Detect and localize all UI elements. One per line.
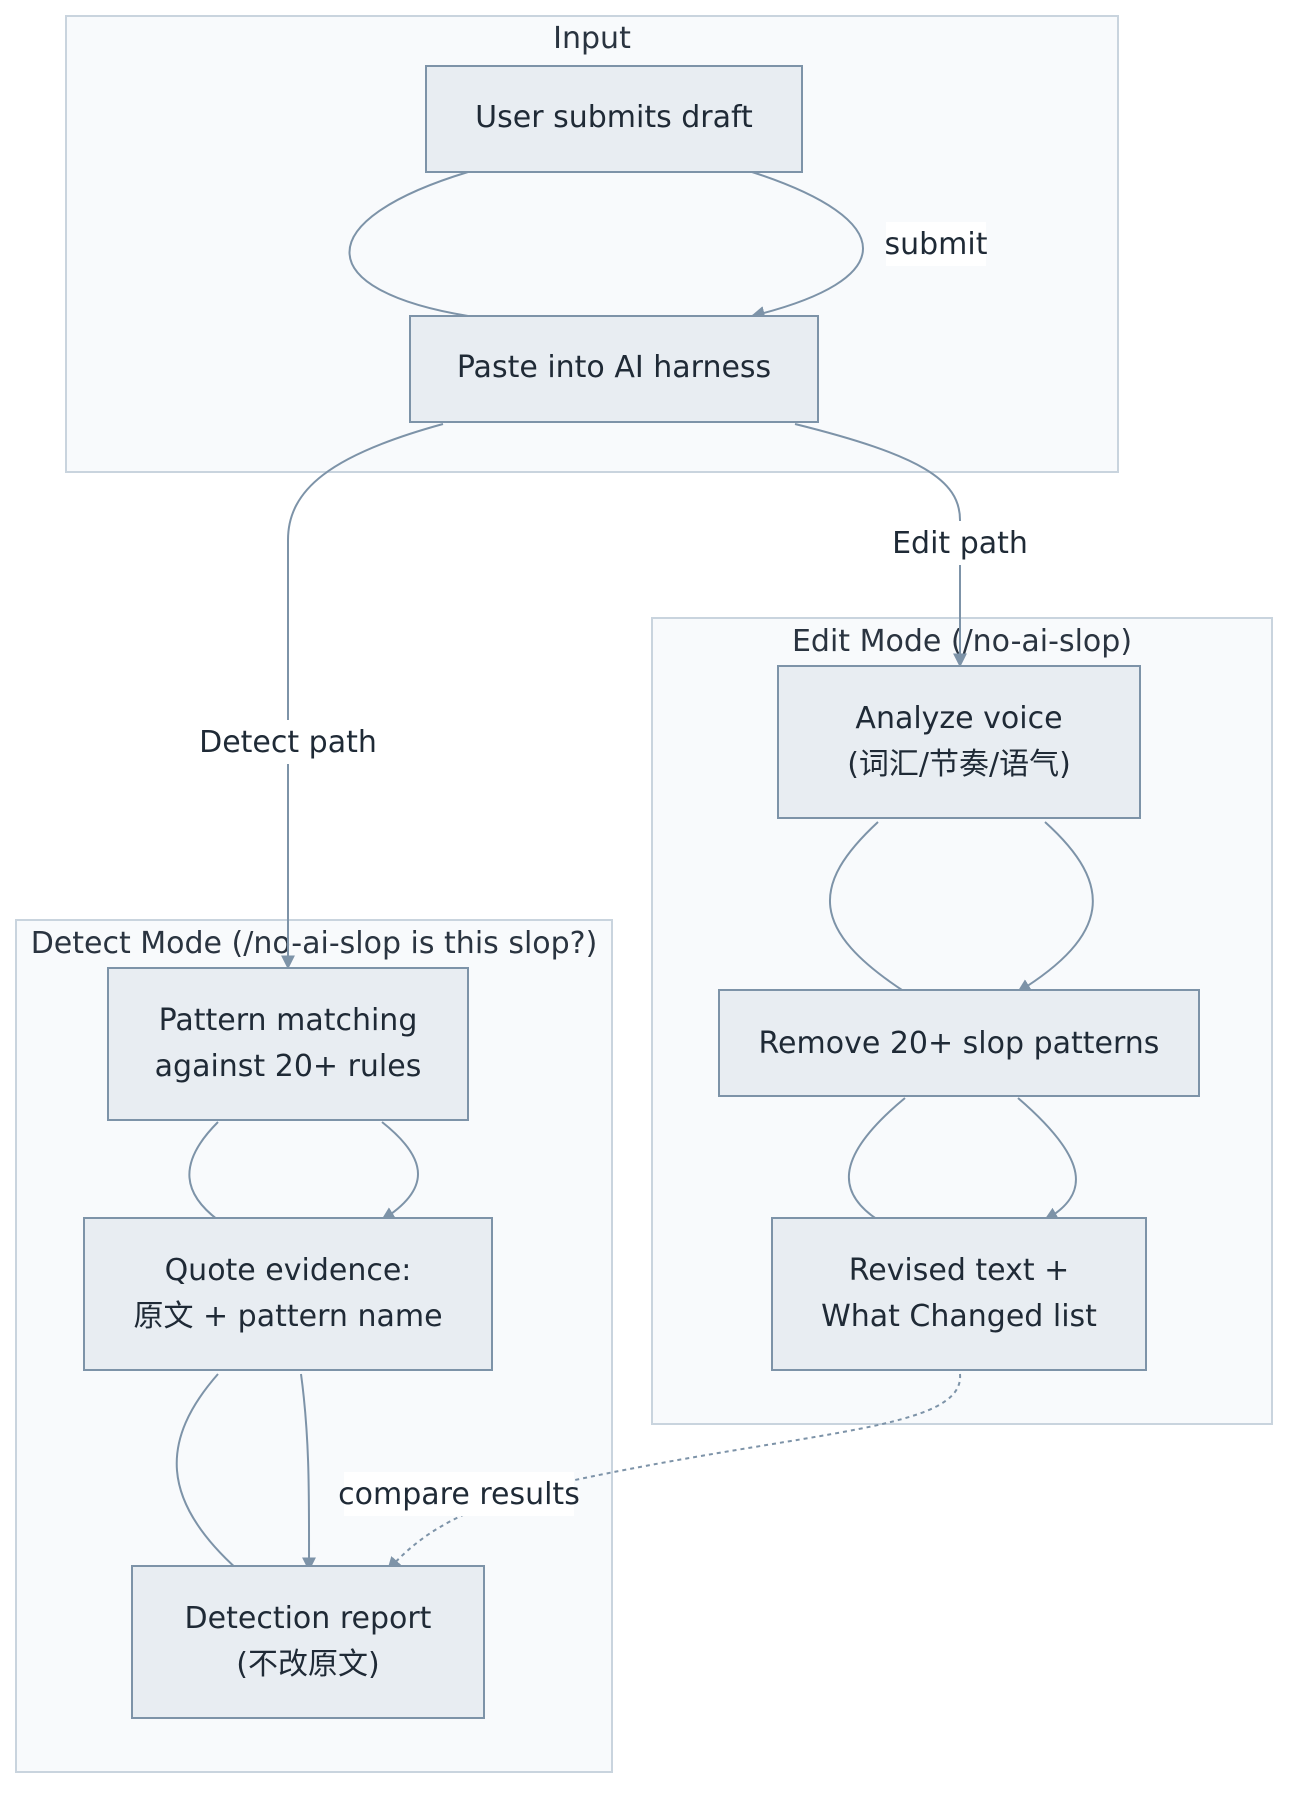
edge-pattern-loop-left: [188, 1121, 219, 1221]
edge-label-detect-path-text: Detect path: [199, 725, 377, 760]
edge-label-edit-path-text: Edit path: [892, 526, 1028, 561]
node-report-label-line2: (不改原文): [236, 1647, 379, 1682]
edge-analyze-loop-left: [829, 821, 906, 993]
node-pattern-matching: Pattern matching against 20+ rules: [107, 967, 469, 1121]
edges: [175, 171, 1094, 1572]
node-analyze-label-line2: (词汇/节奏/语气): [847, 747, 1071, 782]
edge-edit-path: [794, 423, 967, 668]
node-remove-label: Remove 20+ slop patterns: [759, 1026, 1160, 1061]
node-detection-report: Detection report (不改原文): [131, 1565, 485, 1719]
node-quote-label-line2: 原文 + pattern name: [133, 1299, 442, 1334]
edge-detect-path: [281, 423, 444, 970]
node-user-submits-draft: User submits draft: [425, 65, 803, 173]
node-user-submits-draft-label: User submits draft: [475, 100, 753, 135]
edge-analyze-to-remove: [1016, 821, 1094, 993]
node-quote-evidence: Quote evidence: 原文 + pattern name: [83, 1217, 493, 1371]
cluster-input-title: Input: [553, 21, 631, 56]
node-revised-label-line2: What Changed list: [821, 1299, 1097, 1334]
cluster-detect-title: Detect Mode (/no-ai-slop is this slop?): [31, 926, 598, 961]
edge-submit: [750, 171, 864, 320]
edge-submit-loop-left: [348, 171, 469, 317]
node-revised-label-line1: Revised text +: [849, 1253, 1070, 1288]
node-revised-text: Revised text + What Changed list: [771, 1217, 1147, 1371]
node-report-label-line1: Detection report: [185, 1601, 432, 1636]
edge-label-submit-text: submit: [884, 227, 987, 262]
node-pattern-label-line1: Pattern matching: [159, 1003, 418, 1038]
node-analyze-voice: Analyze voice (词汇/节奏/语气): [777, 665, 1141, 819]
edge-label-compare-text: compare results: [338, 1477, 580, 1512]
node-paste-label: Paste into AI harness: [457, 350, 771, 385]
node-remove-slop-patterns: Remove 20+ slop patterns: [718, 989, 1200, 1097]
node-quote-label-line1: Quote evidence:: [165, 1253, 412, 1288]
node-paste-into-ai-harness: Paste into AI harness: [409, 315, 819, 423]
edge-label-submit: submit: [884, 222, 988, 266]
edge-compare-results: [387, 1373, 962, 1572]
edge-label-compare: compare results: [338, 1472, 580, 1516]
cluster-edit-title: Edit Mode (/no-ai-slop): [792, 624, 1132, 659]
edge-remove-loop-left: [848, 1097, 906, 1221]
edge-remove-to-revised: [1017, 1097, 1077, 1221]
edge-pattern-to-quote: [380, 1121, 419, 1221]
edge-label-edit-path: Edit path: [891, 521, 1029, 565]
edge-quote-loop-left: [175, 1373, 239, 1571]
edge-quote-to-report: [300, 1373, 317, 1572]
edge-label-detect-path: Detect path: [199, 720, 377, 764]
node-pattern-label-line2: against 20+ rules: [155, 1049, 422, 1084]
node-analyze-label-line1: Analyze voice: [855, 701, 1062, 736]
